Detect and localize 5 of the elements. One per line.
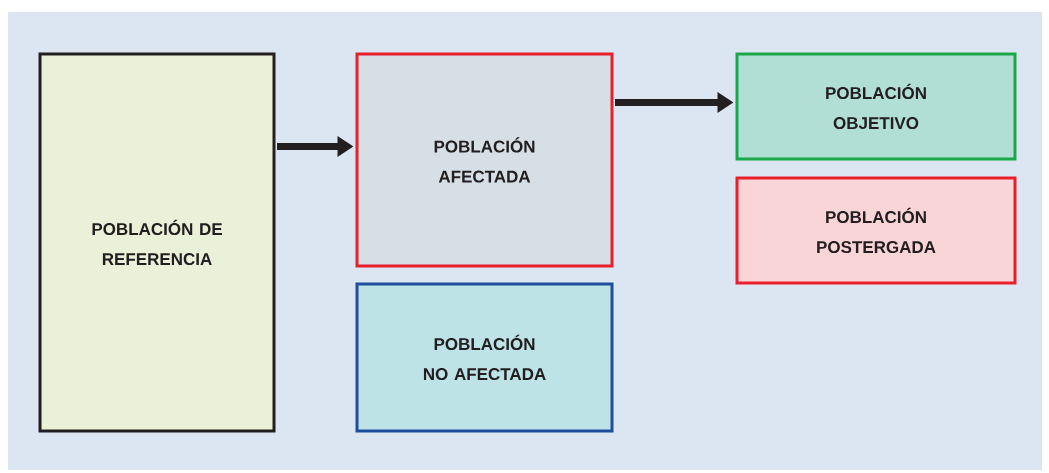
population-box: POBLACIÓN POSTERGADA <box>735 176 1017 285</box>
population-box: POBLACIÓN NO AFECTADA <box>355 282 614 433</box>
population-box: POBLACIÓN AFECTADA <box>355 52 614 268</box>
population-box: POBLACIÓN DE REFERENCIA <box>38 52 276 433</box>
population-box: POBLACIÓN OBJETIVO <box>735 52 1017 161</box>
